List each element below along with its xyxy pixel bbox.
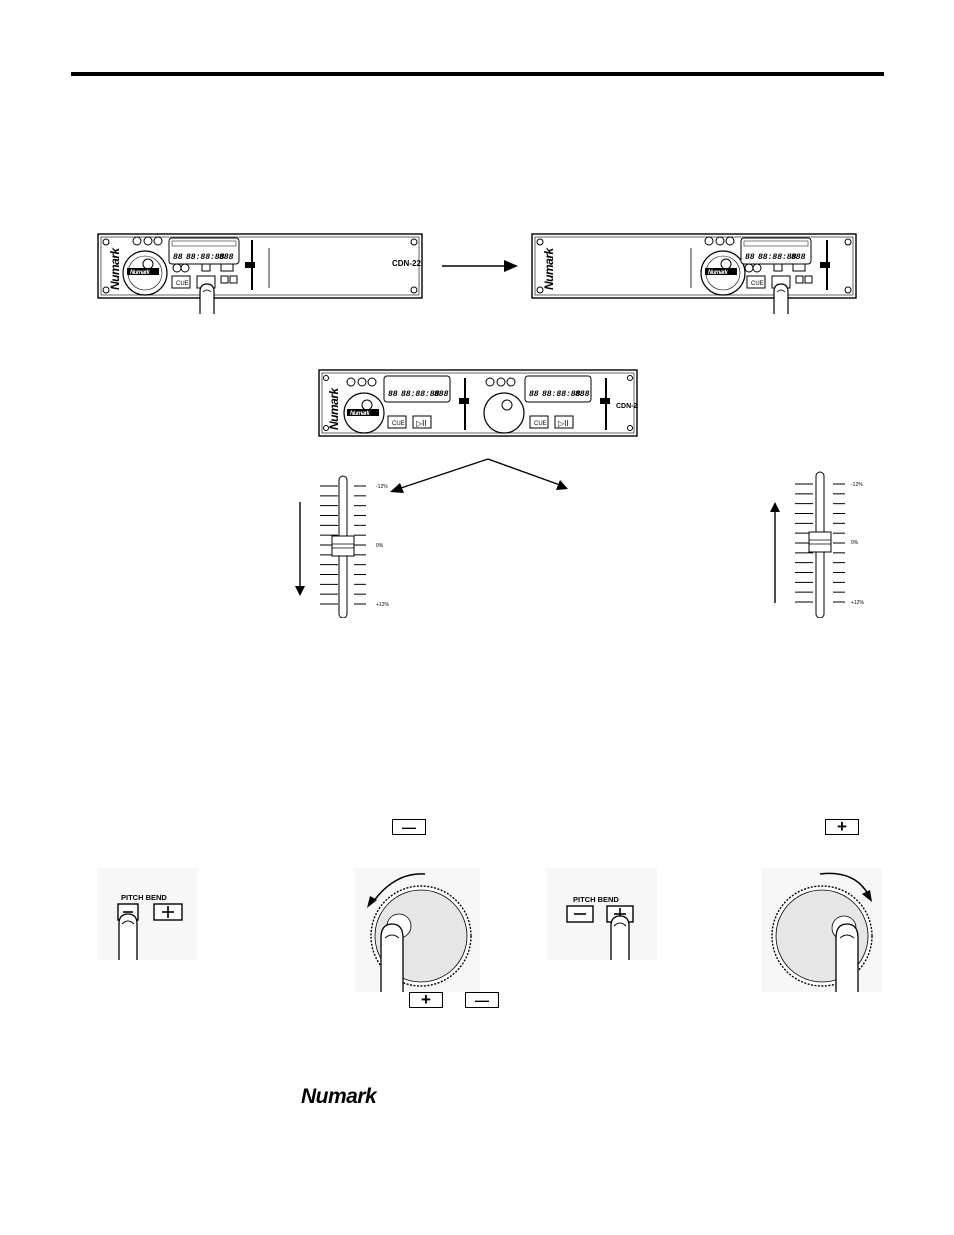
display-digits: 88 [745, 253, 755, 262]
pitch-bend-label: PITCH BEND [573, 895, 619, 904]
inline-plus-box: + [825, 817, 859, 836]
slider-bottom-label: +12% [376, 602, 389, 608]
cue-label: CUE [392, 421, 405, 427]
display-digits: 88 [388, 390, 398, 399]
svg-text:Numark: Numark [130, 270, 151, 276]
cue-label: CUE [176, 281, 189, 287]
svg-text:Numark: Numark [350, 411, 371, 417]
unit-logo-text: Numark [108, 246, 122, 290]
display-digits: 888 [434, 390, 449, 399]
pitch-slider-up: -12% 0% +12% [770, 471, 864, 618]
unit-logo-text: Numark [542, 246, 556, 290]
minus-icon: — [475, 992, 489, 1008]
display-digits: 888 [219, 253, 234, 262]
display-digits: 88 [173, 253, 183, 262]
display-digits: 888 [575, 390, 590, 399]
svg-text:▷II: ▷II [558, 419, 569, 428]
dual-model: CDN-22 [616, 403, 638, 410]
slider-center-label: 0% [851, 540, 859, 546]
display-digits: 88:88:88 [542, 390, 581, 399]
dual-cd-player-illustration: Numark Numark 88 88:88:88 888 CUE ▷II 88… [318, 369, 638, 437]
inline-minus-box-2: — [465, 992, 499, 1008]
pitch-bend-minus-press: PITCH BEND [97, 868, 197, 960]
plus-icon: + [837, 817, 847, 836]
jog-wheel-clockwise [762, 868, 882, 992]
pitch-slider-down: -12% 0% +12% [295, 475, 389, 618]
display-digits: 88:88:88 [401, 390, 440, 399]
footer-logo: Numark [301, 1085, 377, 1108]
jog-wheel-counterclockwise [355, 868, 480, 992]
dual-logo-text: Numark [327, 386, 341, 430]
cd-unit-left-illustration: Numark Numark 88 88:88:88 888 CUE CDN-22 [97, 233, 423, 314]
cd-unit-right-illustration: Numark Numark 88 88:88:88 888 CUE [531, 233, 857, 314]
minus-icon: — [402, 819, 416, 835]
inline-minus-box: — [392, 819, 426, 835]
unit-model: CDN-22 [392, 259, 421, 268]
diverging-arrows [390, 458, 568, 493]
display-digits: 888 [791, 253, 806, 262]
plus-icon: + [421, 990, 431, 1009]
pitch-bend-label: PITCH BEND [121, 893, 167, 902]
cue-label: CUE [534, 421, 547, 427]
display-digits: 88:88:88 [186, 253, 225, 262]
slider-top-label: -12% [376, 484, 388, 490]
slider-bottom-label: +12% [851, 600, 864, 606]
inline-plus-box-2: + [409, 990, 443, 1009]
right-arrow [442, 260, 518, 272]
slider-center-label: 0% [376, 543, 384, 549]
pitch-bend-plus-press: PITCH BEND [547, 868, 657, 960]
svg-text:Numark: Numark [708, 270, 729, 276]
display-digits: 88 [529, 390, 539, 399]
svg-text:▷II: ▷II [416, 419, 427, 428]
slider-top-label: -12% [851, 482, 863, 488]
display-digits: 88:88:88 [758, 253, 797, 262]
cue-label: CUE [751, 281, 764, 287]
header-rule [71, 72, 884, 76]
